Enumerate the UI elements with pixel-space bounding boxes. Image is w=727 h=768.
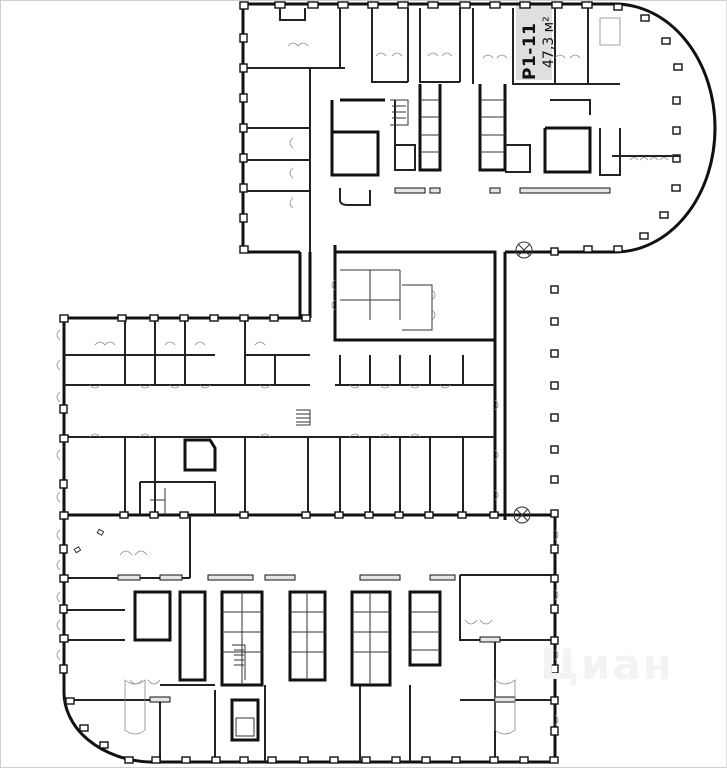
upper-wing bbox=[239, 1, 717, 259]
lower-wing bbox=[56, 247, 559, 764]
watermark: Циан bbox=[540, 640, 674, 689]
connector bbox=[298, 245, 507, 520]
unit-area-label: 47,3 м² bbox=[541, 16, 557, 68]
highlighted-unit-area[interactable] bbox=[516, 2, 552, 80]
stair-symbol-1 bbox=[296, 409, 311, 426]
stair-symbol-2 bbox=[232, 644, 246, 680]
unit-id-label: P1-11 bbox=[520, 22, 540, 80]
